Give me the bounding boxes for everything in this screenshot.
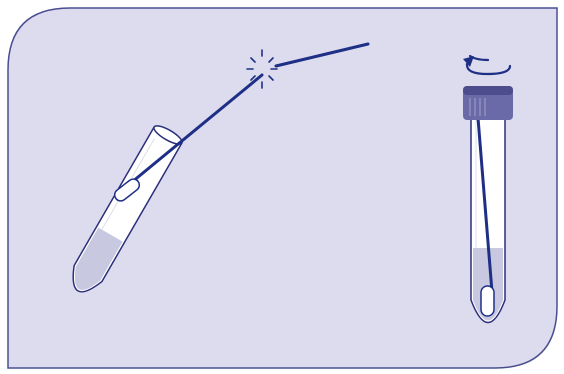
tilted-tube <box>72 125 183 293</box>
swab-stick-upper <box>274 42 370 68</box>
swab-tip <box>113 178 141 202</box>
step-cap-and-twist <box>463 54 513 323</box>
tube-cap <box>463 86 513 120</box>
cap-top <box>463 86 513 95</box>
rotate-arrow-icon <box>463 54 512 76</box>
background-panel <box>7 7 558 369</box>
swab-tip-head <box>113 178 141 202</box>
cap-grip-lines <box>469 98 486 116</box>
tube-liquid <box>74 227 123 290</box>
step-break-swab <box>72 42 370 293</box>
upright-swab-stick <box>476 116 494 294</box>
swab-stick-lower <box>130 73 264 184</box>
tube-rim <box>153 125 183 145</box>
upright-tube <box>470 111 506 323</box>
upright-swab-tip <box>480 285 495 317</box>
break-mark-icon <box>246 49 278 89</box>
